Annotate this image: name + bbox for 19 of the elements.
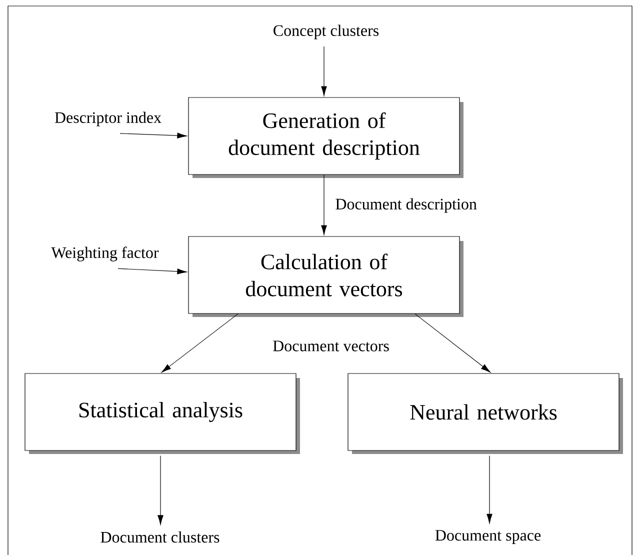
arrow [414, 314, 490, 372]
flow-label: Weighting factor [51, 246, 159, 262]
arrow [120, 132, 187, 138]
process-box: Statistical analysis [24, 373, 300, 454]
arrow [486, 456, 492, 524]
flow-label: Document space [435, 530, 541, 544]
flow-label: Document vectors [273, 340, 389, 352]
flow-label: Descriptor index [54, 112, 162, 126]
flow-label: Concept clusters [274, 24, 379, 40]
process-box: Calculation of document vectors [188, 236, 464, 317]
arrow [162, 314, 238, 372]
arrow [321, 174, 327, 235]
edge-label: Document description [334, 197, 478, 214]
flow-label: Document clusters [100, 531, 220, 543]
arrow [321, 46, 327, 96]
arrow [158, 456, 164, 525]
arrow [118, 268, 187, 274]
process-box: Neural networks [348, 373, 623, 454]
process-box: Generation of document description [188, 97, 464, 178]
